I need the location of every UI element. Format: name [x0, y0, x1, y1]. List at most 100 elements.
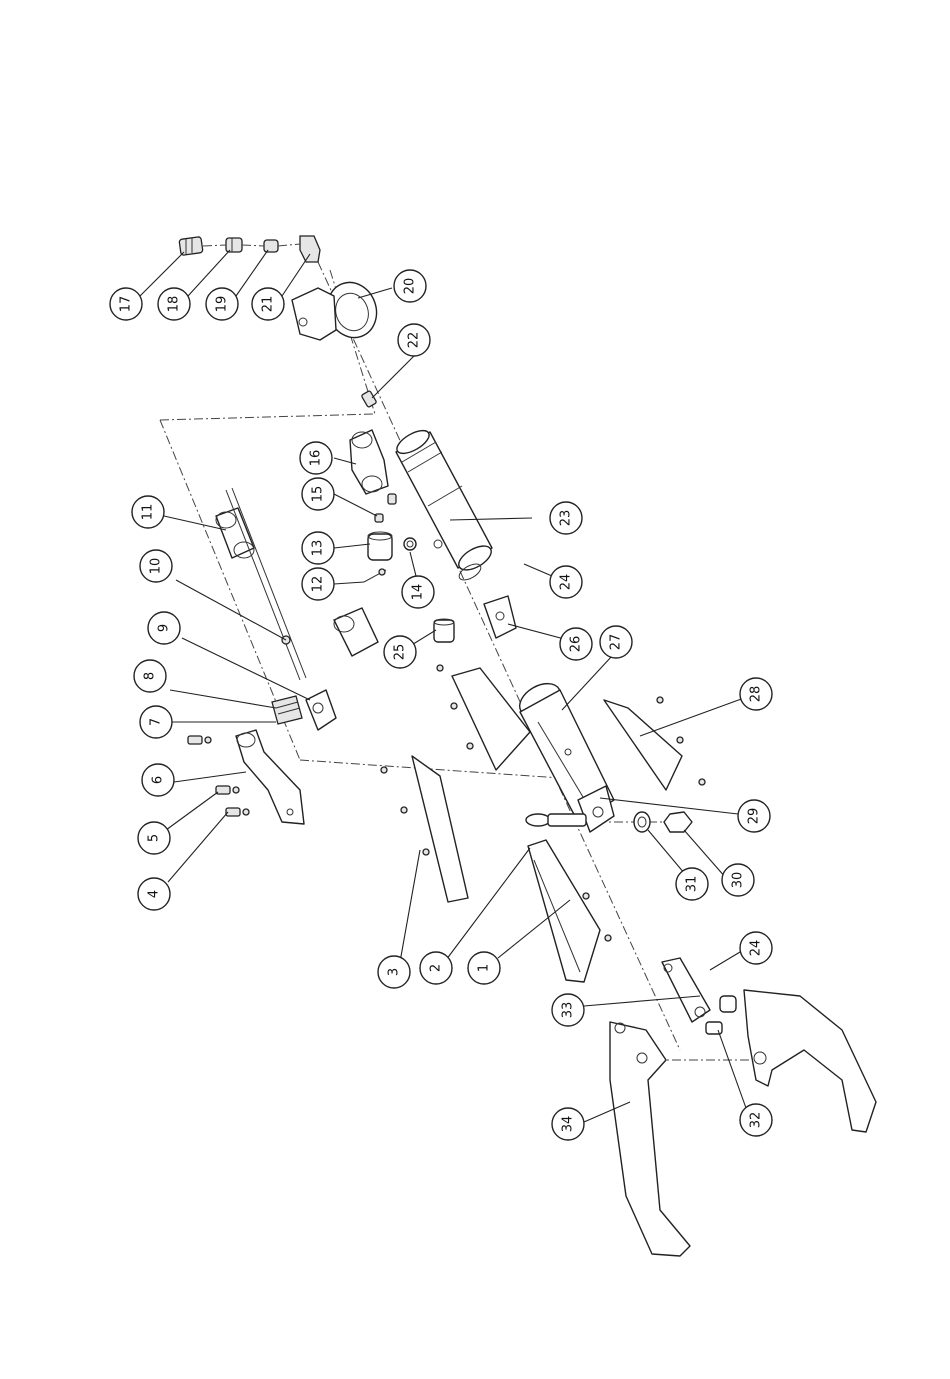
callout-1: 1 [468, 952, 500, 984]
callout-11: 11 [132, 496, 164, 528]
svg-text:16: 16 [309, 450, 324, 467]
callout-24-upper: 24 [550, 566, 582, 598]
callout-6: 6 [142, 764, 174, 796]
svg-text:24: 24 [749, 940, 764, 957]
callout-7: 7 [140, 706, 172, 738]
part-8-plate [272, 696, 302, 724]
svg-text:8: 8 [143, 672, 158, 680]
part-12-rod [364, 569, 386, 582]
callout-19: 19 [206, 288, 238, 320]
part-13-sleeve [368, 532, 392, 560]
callouts: 1 2 3 4 5 6 7 8 9 10 11 12 13 14 15 [110, 270, 772, 1140]
callout-21: 21 [252, 288, 284, 320]
svg-text:31: 31 [685, 876, 700, 893]
part-4-bolt [226, 808, 249, 816]
callout-16: 16 [300, 442, 332, 474]
svg-text:32: 32 [749, 1112, 764, 1129]
callout-33: 33 [552, 994, 584, 1026]
svg-text:18: 18 [167, 296, 182, 313]
callout-24-lower: 24 [740, 932, 772, 964]
svg-text:24: 24 [559, 574, 574, 591]
callout-31: 31 [676, 868, 708, 900]
svg-text:29: 29 [747, 808, 762, 825]
callout-3: 3 [378, 956, 410, 988]
svg-text:27: 27 [609, 634, 624, 651]
callout-32: 32 [740, 1104, 772, 1136]
part-30-nut [664, 812, 692, 832]
svg-text:12: 12 [311, 576, 326, 593]
part-14-washer [404, 538, 416, 550]
part-34-jaw-left [610, 1022, 690, 1256]
svg-text:20: 20 [403, 278, 418, 295]
callout-14: 14 [402, 576, 434, 608]
callout-18: 18 [158, 288, 190, 320]
callout-10: 10 [140, 550, 172, 582]
svg-text:17: 17 [119, 296, 134, 313]
fitting-17 [179, 237, 203, 256]
svg-text:22: 22 [407, 332, 422, 349]
callout-15: 15 [302, 478, 334, 510]
svg-text:23: 23 [559, 510, 574, 527]
part-31-washer [634, 812, 650, 832]
leader-lines [140, 250, 746, 1122]
callout-2: 2 [420, 952, 452, 984]
assembly-centerlines [160, 262, 765, 1060]
callout-5: 5 [138, 822, 170, 854]
svg-text:15: 15 [311, 486, 326, 503]
callout-22: 22 [398, 324, 430, 356]
part-15-screw [375, 494, 396, 522]
part-20-clamp-head [292, 275, 384, 344]
callout-12: 12 [302, 568, 334, 600]
fitting-21 [300, 236, 320, 262]
part-28-blade [604, 697, 705, 790]
callout-23: 23 [550, 502, 582, 534]
part-bolt-upper [188, 736, 211, 744]
svg-text:13: 13 [311, 540, 326, 557]
svg-text:10: 10 [149, 558, 164, 575]
svg-text:6: 6 [151, 776, 166, 784]
callout-13: 13 [302, 532, 334, 564]
part-26-yoke [484, 596, 516, 638]
part-22-bolt [361, 390, 377, 407]
part-3-blade [381, 756, 468, 902]
callout-28: 28 [740, 678, 772, 710]
part-7-spring-grip [334, 608, 378, 656]
svg-text:14: 14 [411, 584, 426, 601]
svg-text:28: 28 [749, 686, 764, 703]
svg-text:9: 9 [157, 624, 172, 632]
part-mid-plate [437, 665, 530, 770]
svg-text:5: 5 [147, 834, 162, 842]
svg-text:25: 25 [393, 644, 408, 661]
part-16-bracket [350, 430, 388, 494]
svg-text:11: 11 [141, 504, 156, 521]
svg-text:26: 26 [569, 636, 584, 653]
svg-text:2: 2 [429, 964, 444, 972]
svg-text:19: 19 [215, 296, 230, 313]
callout-9: 9 [148, 612, 180, 644]
part-9-valve-block [306, 690, 336, 730]
callout-26: 26 [560, 628, 592, 660]
part-32-bushing [706, 996, 736, 1034]
svg-text:3: 3 [387, 968, 402, 976]
callout-34: 34 [552, 1108, 584, 1140]
svg-text:7: 7 [149, 718, 164, 726]
callout-25: 25 [384, 636, 416, 668]
callout-27: 27 [600, 626, 632, 658]
callout-8: 8 [134, 660, 166, 692]
svg-text:33: 33 [561, 1002, 576, 1019]
fitting-19 [264, 240, 278, 252]
fitting-18 [226, 238, 242, 252]
part-11-linkage-block [216, 508, 254, 558]
callout-30: 30 [722, 864, 754, 896]
hydraulic-fittings [179, 236, 320, 262]
svg-text:34: 34 [561, 1116, 576, 1133]
part-33-link [662, 958, 710, 1022]
svg-text:1: 1 [477, 964, 492, 972]
part-1-blade [528, 840, 611, 982]
svg-text:30: 30 [731, 872, 746, 889]
svg-text:21: 21 [261, 296, 276, 313]
callout-20: 20 [394, 270, 426, 302]
part-23-cylinder [393, 426, 495, 583]
callout-17: 17 [110, 288, 142, 320]
